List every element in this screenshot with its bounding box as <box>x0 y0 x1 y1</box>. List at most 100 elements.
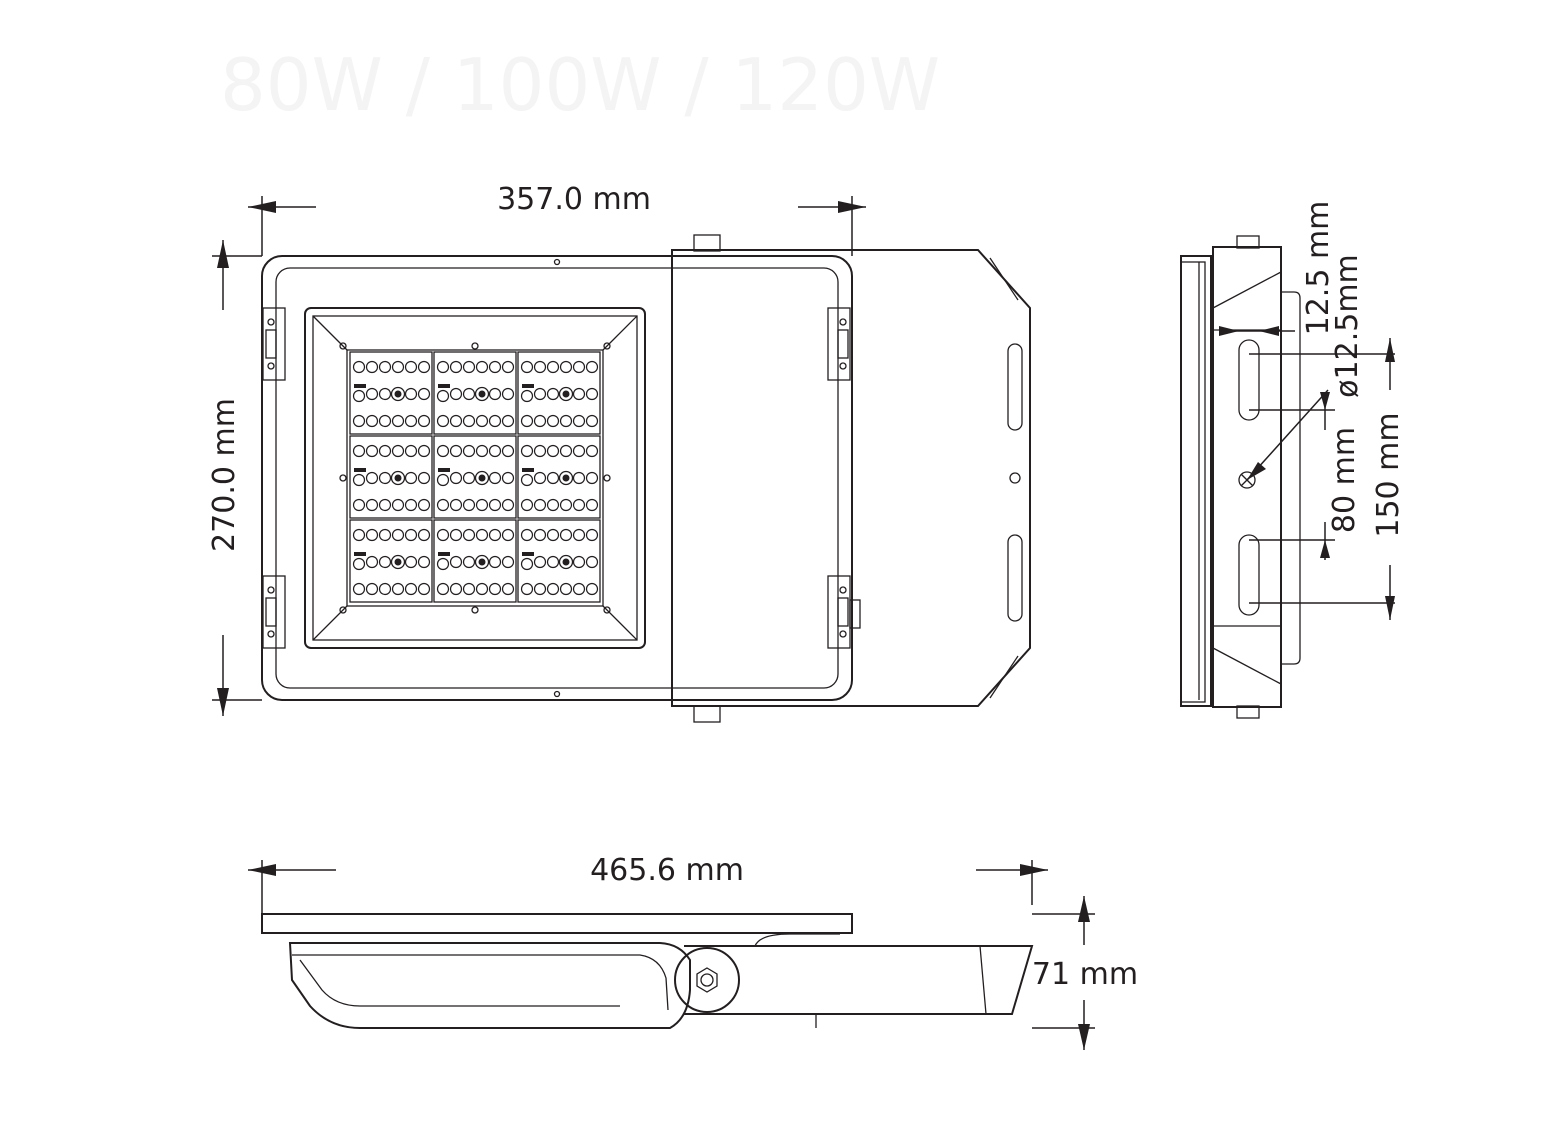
led <box>572 582 586 596</box>
led <box>352 528 366 542</box>
module-marker <box>438 552 450 556</box>
hole-diameter-label: ø12.5mm <box>1330 254 1365 398</box>
led <box>572 360 586 374</box>
front-height-label: 270.0 mm <box>207 398 242 552</box>
led <box>378 444 392 458</box>
led <box>365 498 379 512</box>
module-marker <box>522 468 534 472</box>
led-module <box>433 435 517 519</box>
led <box>501 555 515 569</box>
front-width-label: 357.0 mm <box>497 182 651 217</box>
led <box>404 528 418 542</box>
led <box>559 528 573 542</box>
led <box>559 444 573 458</box>
led <box>462 387 476 401</box>
led <box>417 444 431 458</box>
side-view <box>261 913 1034 1029</box>
led <box>352 557 366 571</box>
led <box>462 582 476 596</box>
led <box>475 582 489 596</box>
housing-clip-top-left <box>262 307 286 381</box>
led <box>488 387 502 401</box>
led <box>404 498 418 512</box>
led <box>520 473 534 487</box>
led <box>501 582 515 596</box>
led <box>572 555 586 569</box>
wattage-heading: 80W / 100W / 120W <box>220 43 940 127</box>
dimension-front-width: 357.0 mm <box>248 182 866 256</box>
led <box>585 444 599 458</box>
led <box>475 414 489 428</box>
led <box>559 414 573 428</box>
led <box>365 387 379 401</box>
led <box>365 555 379 569</box>
led-center-lens <box>390 554 406 570</box>
led <box>559 360 573 374</box>
led <box>546 360 560 374</box>
led <box>417 471 431 485</box>
led <box>352 360 366 374</box>
dimension-side-height: 71 mm <box>1032 896 1138 1050</box>
led <box>585 528 599 542</box>
led-center-lens <box>474 386 490 402</box>
dimension-slot-width: 12.5 mm <box>1219 201 1336 336</box>
led <box>572 387 586 401</box>
led <box>533 387 547 401</box>
dimension-slot-span: 150 mm <box>1249 338 1406 620</box>
led <box>352 473 366 487</box>
led <box>365 444 379 458</box>
module-marker <box>522 384 534 388</box>
led <box>546 444 560 458</box>
led <box>585 582 599 596</box>
led <box>520 389 534 403</box>
led <box>391 582 405 596</box>
led <box>520 414 534 428</box>
led <box>572 471 586 485</box>
housing-clip-bottom-left <box>262 575 286 649</box>
led <box>378 471 392 485</box>
led <box>501 444 515 458</box>
module-marker <box>354 552 366 556</box>
led <box>585 555 599 569</box>
led-center-lens <box>390 386 406 402</box>
led-center-dot <box>562 474 570 482</box>
led <box>546 582 560 596</box>
module-marker <box>438 384 450 388</box>
led <box>501 528 515 542</box>
led-center-dot <box>478 474 486 482</box>
led <box>352 414 366 428</box>
led-center-lens <box>558 554 574 570</box>
led <box>546 498 560 512</box>
led-module <box>349 351 433 435</box>
led <box>475 360 489 374</box>
led <box>533 528 547 542</box>
led <box>559 498 573 512</box>
led <box>404 360 418 374</box>
led-center-lens <box>474 470 490 486</box>
led <box>352 389 366 403</box>
led <box>449 498 463 512</box>
led <box>417 498 431 512</box>
led <box>520 557 534 571</box>
led <box>436 528 450 542</box>
led <box>475 528 489 542</box>
led <box>378 582 392 596</box>
end-view <box>1180 235 1301 719</box>
led <box>449 360 463 374</box>
led <box>352 582 366 596</box>
led <box>546 471 560 485</box>
led <box>449 528 463 542</box>
led <box>449 387 463 401</box>
led <box>533 555 547 569</box>
led <box>520 498 534 512</box>
led <box>475 444 489 458</box>
led <box>572 444 586 458</box>
led <box>546 555 560 569</box>
led-module <box>517 519 601 603</box>
led <box>436 360 450 374</box>
led <box>585 498 599 512</box>
led <box>436 557 450 571</box>
led <box>585 414 599 428</box>
led <box>501 387 515 401</box>
led <box>417 387 431 401</box>
